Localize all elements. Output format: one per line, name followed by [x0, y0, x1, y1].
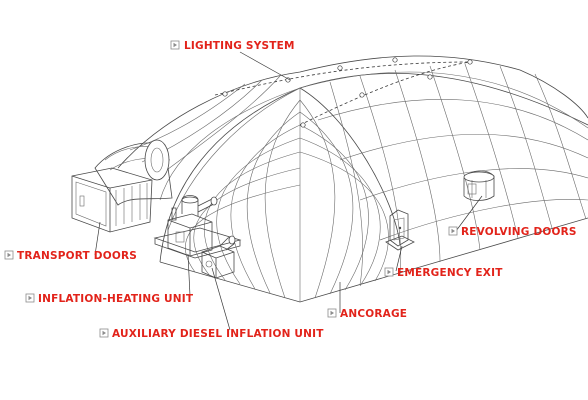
revolving-doors	[463, 170, 495, 201]
label-ancorage: ANCORAGE	[327, 308, 407, 320]
label-transport-doors-text: TRANSPORT DOORS	[17, 250, 137, 262]
label-inflation-heating-unit-text: INFLATION-HEATING UNIT	[38, 293, 194, 305]
label-emergency-exit: EMERGENCY EXIT	[384, 267, 503, 279]
label-transport-doors: TRANSPORT DOORS	[4, 250, 137, 262]
label-revolving-doors-text: REVOLVING DOORS	[461, 226, 577, 238]
label-emergency-exit-text: EMERGENCY EXIT	[397, 267, 503, 279]
label-auxiliary-diesel-inflation-unit-text: AUXILIARY DIESEL INFLATION UNIT	[112, 328, 324, 340]
inflatable-dome	[117, 55, 588, 303]
inflation-units	[153, 195, 242, 279]
transport-doors	[71, 139, 173, 233]
label-auxiliary-diesel-inflation-unit: AUXILIARY DIESEL INFLATION UNIT	[99, 328, 324, 340]
leader-lines	[94, 51, 483, 331]
label-ancorage-text: ANCORAGE	[340, 308, 407, 320]
light-fixtures	[222, 57, 473, 128]
label-lighting-system: LIGHTING SYSTEM	[170, 40, 295, 52]
emergency-exit-door	[385, 209, 415, 251]
label-revolving-doors: REVOLVING DOORS	[448, 226, 577, 238]
label-lighting-system-text: LIGHTING SYSTEM	[184, 40, 295, 52]
label-inflation-heating-unit: INFLATION-HEATING UNIT	[25, 293, 194, 305]
